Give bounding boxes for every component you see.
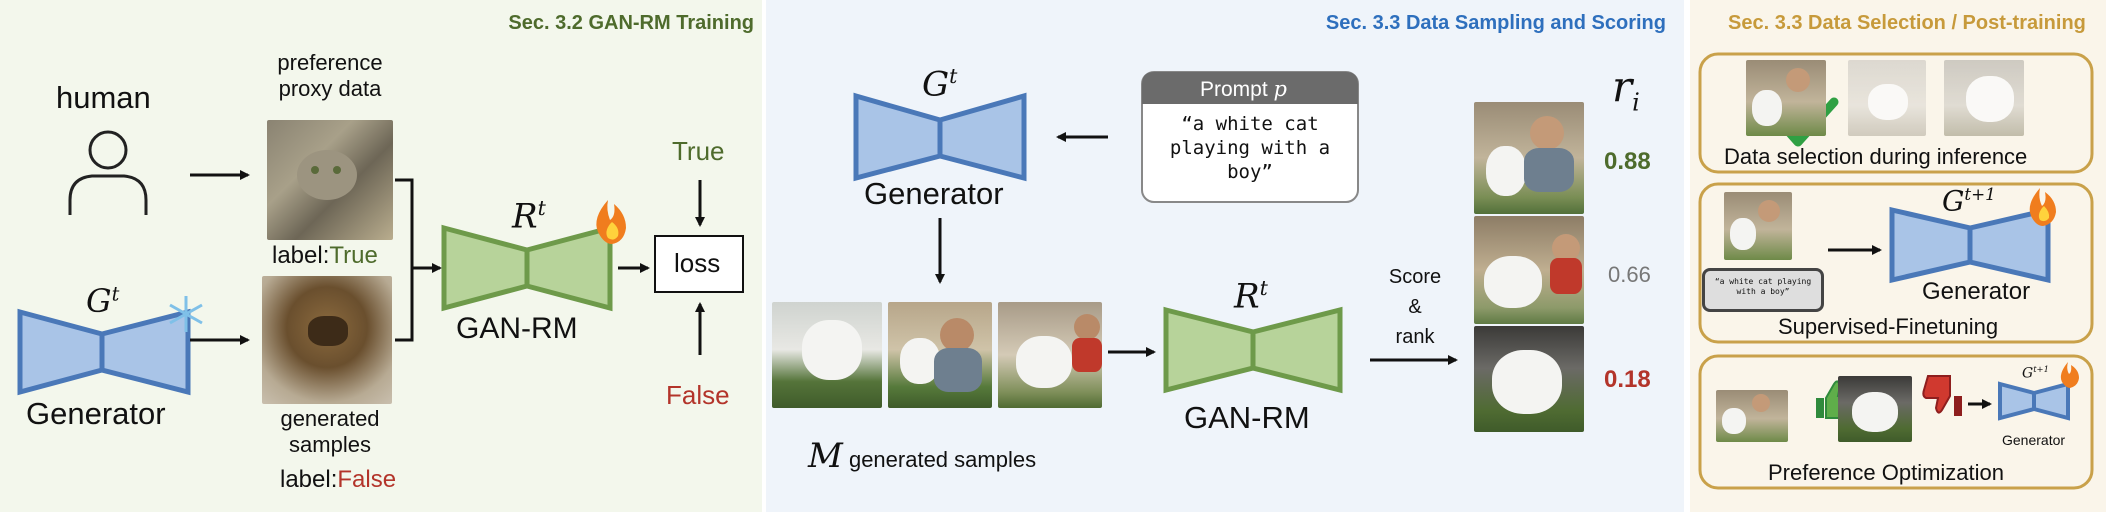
generated-label-line1: generated bbox=[280, 406, 380, 431]
proxy-label-line2: proxy data bbox=[278, 76, 382, 101]
label-true-value: True bbox=[329, 242, 378, 269]
prompt-header: Prompt p bbox=[1200, 77, 1287, 102]
inference-image-2 bbox=[1848, 60, 1926, 136]
sft-label: Supervised-Finetuning bbox=[1778, 314, 1999, 339]
sft-prompt-text: “a white cat playing with a boy” bbox=[1714, 277, 1812, 296]
sample-image-2 bbox=[888, 302, 992, 408]
generator-shape bbox=[17, 308, 105, 396]
gan-rm-label: GAN-RM bbox=[456, 312, 578, 345]
false-label: False bbox=[666, 380, 730, 410]
generated-label: generated samples bbox=[270, 406, 390, 458]
g-symbol: G bbox=[922, 64, 950, 105]
subscript: i bbox=[1632, 88, 1640, 117]
generator-shape bbox=[1998, 381, 2036, 421]
inference-label: Data selection during inference bbox=[1724, 144, 2028, 169]
section-title: Sec. 3.3 Data Selection / Post-training bbox=[1728, 12, 2086, 34]
score-rank-line2: & bbox=[1408, 296, 1422, 318]
superscript: t+1 bbox=[1964, 184, 1996, 204]
label-prefix: label: bbox=[272, 242, 330, 269]
human-label: human bbox=[56, 80, 151, 115]
inference-image-3 bbox=[1944, 60, 2024, 136]
gan-rm-shape bbox=[441, 224, 530, 312]
generator-symbol: Gt bbox=[922, 64, 957, 104]
generated-label-line2: samples bbox=[289, 432, 371, 457]
section-title: Sec. 3.2 GAN-RM Training bbox=[508, 12, 754, 34]
generator-label: Generator bbox=[26, 396, 166, 431]
samples-label: generated samples bbox=[848, 447, 1037, 472]
pref-box bbox=[1698, 354, 2094, 490]
reward-symbol: Rt bbox=[1234, 276, 1268, 316]
generator-label: Generator bbox=[864, 176, 1004, 211]
sample-image-3 bbox=[998, 302, 1102, 408]
generator-shape bbox=[853, 92, 943, 182]
label-false: label:False bbox=[280, 466, 396, 494]
gan-rm-shape bbox=[1163, 306, 1256, 394]
samples-caption: M generated samples bbox=[808, 436, 1036, 476]
snowflake-icon bbox=[169, 296, 203, 332]
thumbs-down-icon bbox=[1922, 375, 1962, 416]
fire-icon bbox=[2029, 188, 2056, 226]
prompt-text: “a white cat playing with a boy” bbox=[1169, 113, 1331, 183]
label-prefix: label: bbox=[280, 466, 338, 493]
section-title: Sec. 3.3 Data Sampling and Scoring bbox=[1325, 12, 1666, 34]
m-symbol: M bbox=[808, 436, 843, 476]
g-symbol: G bbox=[1942, 184, 1965, 218]
superscript: t bbox=[1259, 276, 1268, 300]
loss-box bbox=[654, 235, 744, 293]
dog-photo bbox=[262, 276, 392, 404]
ranked-image-3 bbox=[1474, 326, 1584, 432]
loss-label: loss bbox=[674, 248, 721, 278]
pref-image-2 bbox=[1838, 376, 1912, 442]
r-symbol: R bbox=[512, 196, 538, 237]
sft-prompt-box: “a white cat playing with a boy” bbox=[1702, 268, 1824, 312]
superscript: t bbox=[537, 196, 546, 220]
ranked-image-1 bbox=[1474, 102, 1584, 214]
ranked-image-2 bbox=[1474, 216, 1584, 324]
score-header: ri bbox=[1612, 62, 1640, 116]
g-symbol: G bbox=[2022, 365, 2034, 382]
label-true: label:True bbox=[272, 242, 378, 270]
r-symbol: R bbox=[1234, 276, 1260, 317]
sample-image-1 bbox=[772, 302, 882, 408]
inference-box bbox=[1698, 52, 2094, 174]
sft-box bbox=[1698, 182, 2094, 344]
pref-label: Preference Optimization bbox=[1768, 460, 2004, 485]
fire-icon bbox=[596, 200, 626, 244]
score-rank-label: Score & rank bbox=[1380, 262, 1450, 352]
proxy-label-line1: preference bbox=[277, 50, 383, 75]
fire-icon bbox=[2060, 362, 2079, 388]
score-value: 0.18 bbox=[1604, 366, 1651, 393]
person-icon bbox=[68, 130, 148, 215]
superscript: t bbox=[111, 282, 120, 306]
true-label: True bbox=[672, 136, 725, 166]
reward-symbol: Rt bbox=[512, 196, 546, 236]
score-rank-line3: rank bbox=[1395, 326, 1435, 348]
cat-photo bbox=[267, 120, 393, 240]
g-symbol: G bbox=[86, 282, 112, 320]
generator-shape bbox=[1889, 206, 1973, 284]
score-rank-line1: Score bbox=[1388, 266, 1442, 288]
sft-image bbox=[1724, 192, 1792, 260]
proxy-label: preference proxy data bbox=[265, 50, 395, 102]
r-symbol: r bbox=[1612, 62, 1633, 111]
inference-image-1 bbox=[1746, 60, 1826, 136]
generator-label: Generator bbox=[1922, 278, 2031, 305]
score-value: 0.88 bbox=[1604, 148, 1651, 175]
generator-symbol: Gt bbox=[86, 282, 119, 320]
score-value: 0.66 bbox=[1608, 262, 1651, 287]
generator-symbol: Gt+1 bbox=[1942, 184, 1996, 217]
pref-image-1 bbox=[1716, 390, 1788, 442]
prompt-header-text: Prompt bbox=[1200, 78, 1268, 101]
superscript: t+1 bbox=[2033, 364, 2049, 374]
gan-rm-training-panel: Sec. 3.2 GAN-RM Training bbox=[0, 0, 762, 512]
label-false-value: False bbox=[337, 466, 397, 493]
generator-label: Generator bbox=[2002, 432, 2066, 448]
generator-symbol: Gt+1 bbox=[2022, 364, 2049, 382]
gan-rm-label: GAN-RM bbox=[1184, 400, 1310, 435]
prompt-symbol: p bbox=[1273, 77, 1287, 101]
superscript: t bbox=[949, 64, 958, 88]
